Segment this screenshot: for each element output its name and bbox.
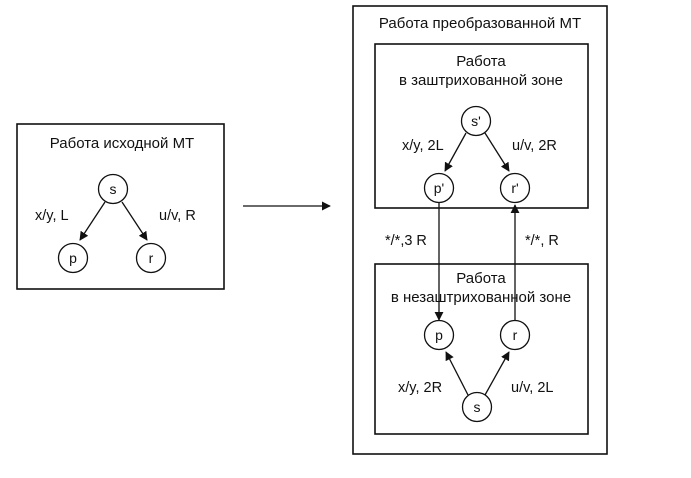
edge-s-to-r: [121, 201, 148, 241]
state-label-r-bottom: r: [513, 327, 518, 343]
unshaded-zone-frame: [374, 263, 589, 435]
original-tm-panel: Работа исходной МТ x/y, L u/v, R s p r: [16, 123, 225, 290]
state-node-p-bottom: [423, 319, 455, 351]
transformed-tm-frame: [352, 5, 608, 455]
edge-s-to-r-bottom: [484, 351, 510, 396]
unshaded-zone-title-line2: в незаштрихованной зоне: [391, 289, 571, 306]
edge-label-s-r: u/v, R: [159, 208, 196, 224]
edge-s-to-p-bottom: [445, 351, 469, 396]
state-label-p-prime: p': [434, 180, 444, 196]
edge-label-s-r-bottom: u/v, 2L: [511, 380, 553, 396]
state-label-s-bottom: s: [474, 399, 481, 415]
unshaded-zone-title-line1: Работа: [456, 270, 506, 287]
edge-s1-to-r1: [484, 132, 510, 172]
edge-label-s-p-bottom: x/y, 2R: [398, 380, 442, 396]
state-label-p: p: [69, 250, 77, 266]
state-label-r-prime: r': [511, 180, 518, 196]
state-node-s-prime: [460, 105, 492, 137]
state-node-s-bottom: [461, 391, 493, 423]
edge-label-s-p: x/y, L: [35, 208, 69, 224]
edge-label-s1-p1: x/y, 2L: [402, 138, 444, 154]
state-label-r: r: [149, 250, 154, 266]
edge-label-p-prime-p: */*,3 R: [385, 233, 427, 249]
state-label-s: s: [110, 181, 117, 197]
state-node-r: [135, 242, 167, 274]
state-node-r-prime: [499, 172, 531, 204]
shaded-zone-title-line2: в заштрихованной зоне: [399, 72, 563, 89]
shaded-zone-frame: [374, 43, 589, 209]
edge-s1-to-p1: [444, 132, 467, 172]
state-node-p-prime: [423, 172, 455, 204]
unshaded-zone-box: Работа в незаштрихованной зоне x/y, 2R u…: [374, 263, 589, 435]
state-node-s: [97, 173, 129, 205]
shaded-zone-title-line1: Работа: [456, 53, 506, 70]
edge-s-to-p: [79, 201, 106, 241]
transformed-tm-title: Работа преобразованной МТ: [379, 15, 581, 32]
state-label-p-bottom: p: [435, 327, 443, 343]
original-tm-title: Работа исходной МТ: [50, 135, 194, 152]
original-tm-frame: [16, 123, 225, 290]
shaded-zone-box: Работа в заштрихованной зоне x/y, 2L u/v…: [374, 43, 589, 209]
transformed-tm-panel: Работа преобразованной МТ Работа в заштр…: [352, 5, 608, 455]
edge-label-s1-r1: u/v, 2R: [512, 138, 557, 154]
state-node-p: [57, 242, 89, 274]
edge-label-r-r-prime: */*, R: [525, 233, 559, 249]
state-node-r-bottom: [499, 319, 531, 351]
state-label-s-prime: s': [471, 113, 481, 129]
